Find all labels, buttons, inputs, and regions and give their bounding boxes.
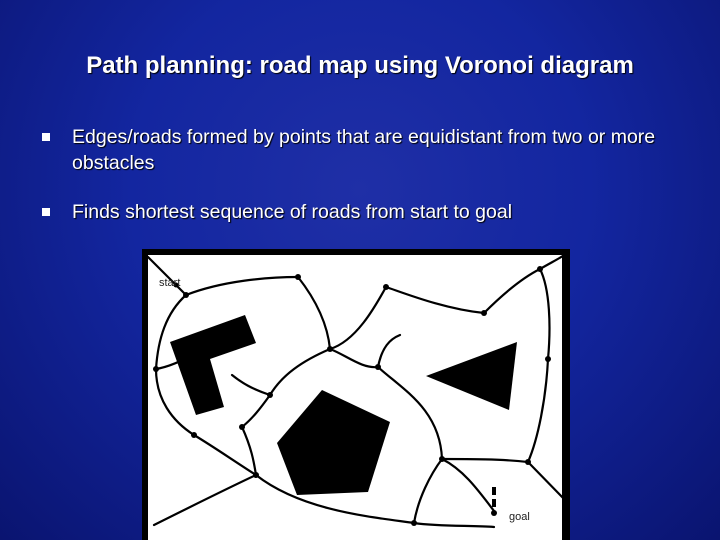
bullet-text: Finds shortest sequence of roads from st… — [72, 201, 513, 223]
road-edge — [152, 473, 258, 527]
road-edge — [146, 255, 188, 297]
road-node — [191, 432, 197, 438]
road-edge — [440, 457, 496, 513]
goal-point — [491, 510, 497, 516]
road-node — [383, 284, 389, 290]
road-edge — [230, 373, 272, 397]
start-label: start — [159, 277, 180, 289]
road-node — [253, 472, 259, 478]
road-nodes — [153, 266, 551, 526]
start-point — [173, 282, 179, 288]
road-node — [295, 274, 301, 280]
bullet-list: Edges/roads formed by points that are eq… — [38, 124, 688, 225]
road-node — [183, 292, 189, 298]
road-edge — [526, 460, 568, 503]
road-edge — [412, 521, 496, 529]
road-node — [411, 520, 417, 526]
road-node — [239, 424, 245, 430]
triangle-obstacle — [426, 342, 517, 410]
goal-label: goal — [509, 511, 530, 523]
l-shaped-obstacle — [170, 315, 256, 415]
road-edge — [184, 275, 300, 297]
road-edge — [154, 293, 258, 477]
road-node — [153, 366, 159, 372]
road-node — [375, 364, 381, 370]
square-bullet-icon — [42, 208, 50, 216]
road-edge — [154, 351, 198, 371]
bullet-item: Edges/roads formed by points that are eq… — [38, 124, 688, 176]
voronoi-roadmap-diagram: start goal — [146, 253, 568, 540]
road-node — [545, 356, 551, 362]
road-edge — [440, 457, 530, 464]
road-node — [537, 266, 543, 272]
road-edge — [240, 425, 258, 477]
square-bullet-icon — [42, 133, 50, 141]
bullet-item: Finds shortest sequence of roads from st… — [38, 199, 688, 225]
road-edge — [412, 457, 444, 525]
road-edge — [328, 347, 380, 369]
road-edge — [296, 275, 332, 351]
road-node — [481, 310, 487, 316]
pentagon-obstacle — [277, 390, 390, 495]
road-node — [267, 392, 273, 398]
road-node — [327, 346, 333, 352]
road-edge — [254, 473, 416, 525]
road-node — [439, 456, 445, 462]
voronoi-roadmap-figure: start goal — [142, 249, 570, 540]
road-node — [525, 459, 531, 465]
road-edge — [376, 333, 402, 369]
slide-title: Path planning: road map using Voronoi di… — [86, 52, 634, 79]
road-edge — [376, 365, 444, 461]
bullet-text: Edges/roads formed by points that are eq… — [72, 126, 656, 174]
